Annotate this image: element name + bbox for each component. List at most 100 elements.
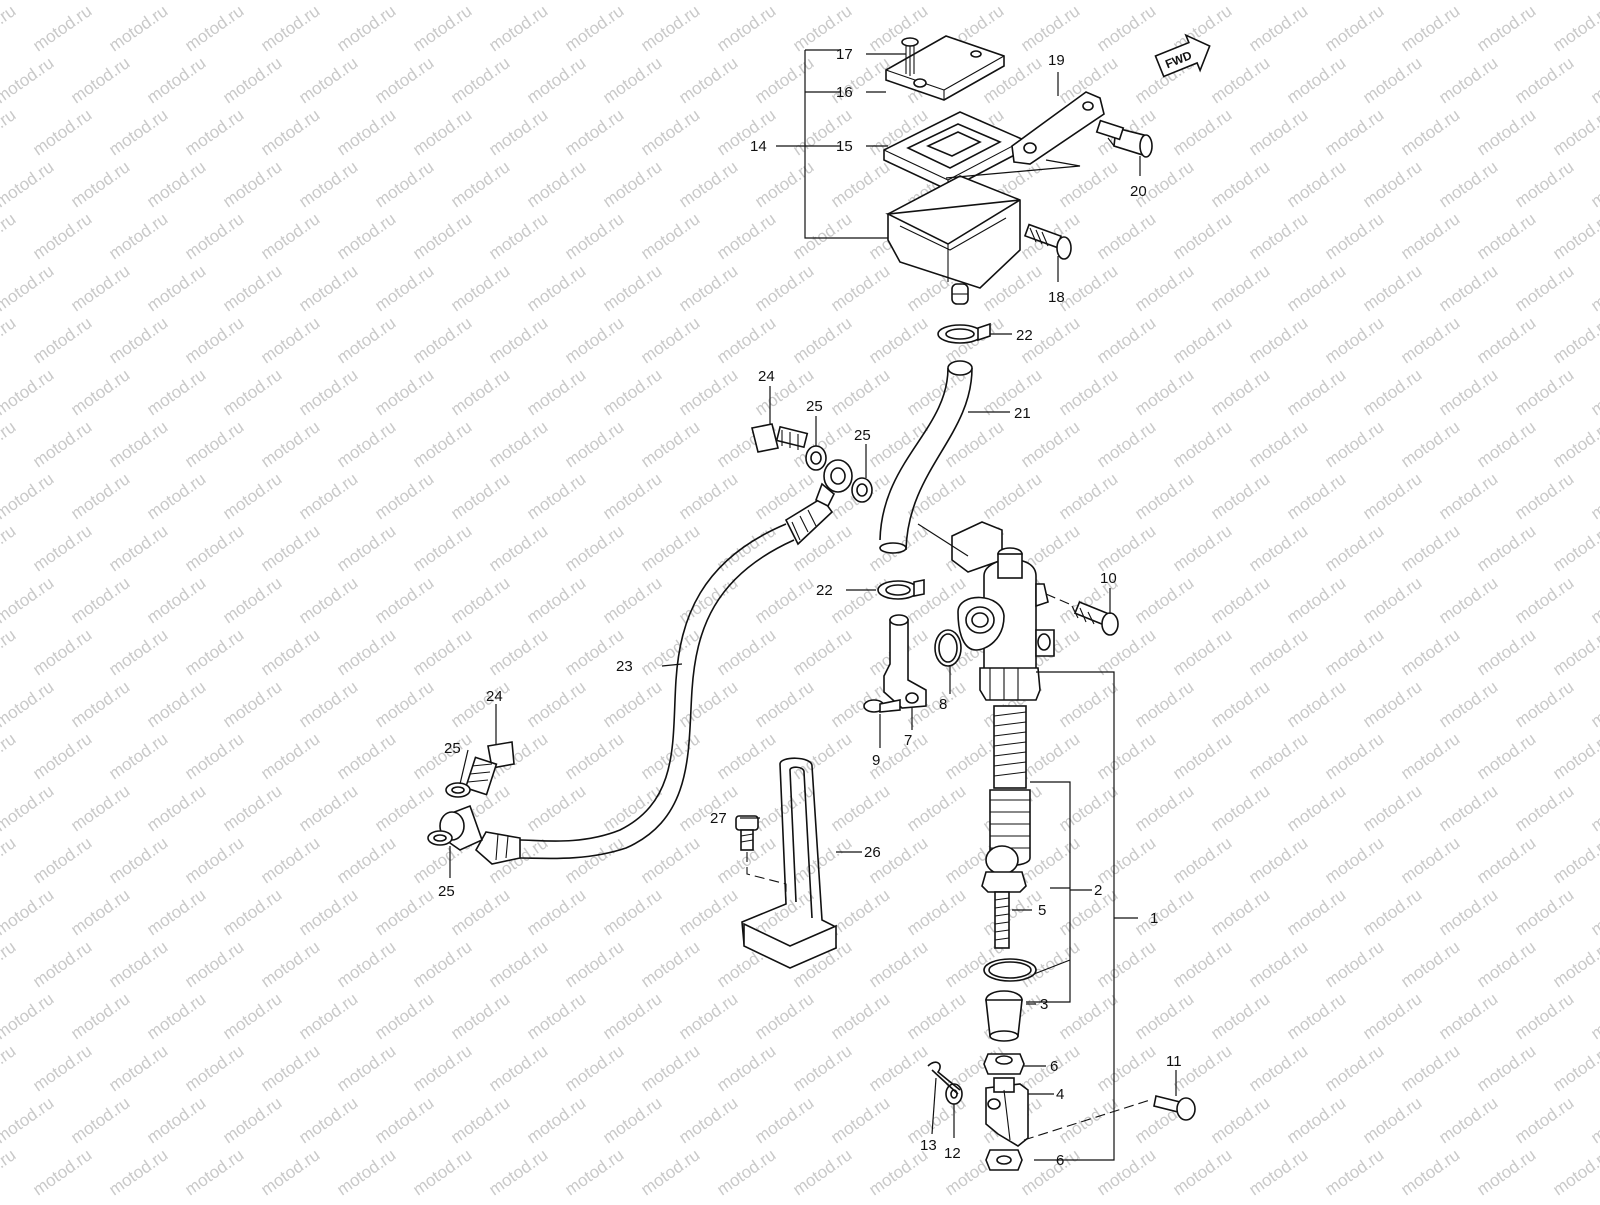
watermark-text: motod.ru [1397, 209, 1463, 263]
watermark-text: motod.ru [0, 521, 19, 575]
watermark-text: motod.ru [1283, 0, 1349, 3]
watermark-text: motod.ru [1511, 469, 1577, 523]
watermark-text: motod.ru [29, 1145, 95, 1199]
watermark-text: motod.ru [1397, 417, 1463, 471]
watermark-text: motod.ru [599, 53, 665, 107]
watermark-text: motod.ru [827, 157, 893, 211]
watermark-text: motod.ru [0, 1041, 19, 1095]
watermark-text: motod.ru [1131, 781, 1197, 835]
watermark-text: motod.ru [675, 157, 741, 211]
watermark-text: motod.ru [1131, 989, 1197, 1043]
watermark-text: motod.ru [333, 833, 399, 887]
watermark-text: motod.ru [1511, 677, 1577, 731]
watermark-text: motod.ru [1359, 781, 1425, 835]
watermark-text: motod.ru [827, 885, 893, 939]
watermark-text: motod.ru [1321, 729, 1387, 783]
watermark-text: motod.ru [1283, 157, 1349, 211]
watermark-text: motod.ru [1473, 729, 1539, 783]
watermark-text: motod.ru [751, 261, 817, 315]
watermark-text: motod.ru [1435, 469, 1501, 523]
watermark-text: motod.ru [1207, 885, 1273, 939]
watermark-text: motod.ru [561, 729, 627, 783]
watermark-text: motod.ru [1435, 261, 1501, 315]
callout-22-upper: 22 [1016, 327, 1033, 344]
watermark-text: motod.ru [219, 53, 285, 107]
watermark-text: motod.ru [257, 625, 323, 679]
watermark-text: motod.ru [181, 1041, 247, 1095]
callout-25-d: 25 [438, 883, 455, 900]
watermark-text: motod.ru [295, 677, 361, 731]
watermark-text: motod.ru [0, 573, 57, 627]
watermark-text: motod.ru [1321, 105, 1387, 159]
watermark-text: motod.ru [675, 469, 741, 523]
watermark-text: motod.ru [827, 0, 893, 3]
watermark-text: motod.ru [1245, 937, 1311, 991]
watermark-text: motod.ru [1397, 1041, 1463, 1095]
watermark-text: motod.ru [67, 989, 133, 1043]
watermark-text: motod.ru [295, 573, 361, 627]
reservoir-body [885, 175, 1021, 305]
watermark-text: motod.ru [1093, 521, 1159, 575]
watermark-text: motod.ru [1169, 937, 1235, 991]
watermark-text: motod.ru [409, 1, 475, 55]
watermark-text: motod.ru [1207, 365, 1273, 419]
watermark-text: motod.ru [257, 521, 323, 575]
callout-5: 5 [1038, 902, 1046, 919]
watermark-text: motod.ru [637, 1041, 703, 1095]
watermark-text: motod.ru [29, 209, 95, 263]
banjo-bolt-lower [464, 741, 515, 796]
callout-7: 7 [904, 732, 912, 749]
watermark-text: motod.ru [181, 1, 247, 55]
watermark-text: motod.ru [181, 833, 247, 887]
watermark-text: motod.ru [1435, 157, 1501, 211]
watermark-text: motod.ru [333, 1145, 399, 1199]
watermark-text: motod.ru [371, 53, 437, 107]
watermark-text: motod.ru [1473, 105, 1539, 159]
callout-11: 11 [1166, 1053, 1182, 1070]
watermark-text: motod.ru [523, 0, 589, 3]
watermark-text: motod.ru [67, 885, 133, 939]
watermark-text: motod.ru [903, 989, 969, 1043]
watermark-text: motod.ru [675, 1093, 741, 1147]
inlet-o-ring [934, 629, 962, 667]
watermark-text: motod.ru [105, 625, 171, 679]
watermark-text: motod.ru [1207, 1093, 1273, 1147]
watermark-text: motod.ru [447, 989, 513, 1043]
watermark-text: motod.ru [561, 1, 627, 55]
watermark-text: motod.ru [29, 417, 95, 471]
watermark-text: motod.ru [0, 625, 19, 679]
watermark-text: motod.ru [143, 1093, 209, 1147]
watermark-text: motod.ru [371, 1093, 437, 1147]
watermark-text: motod.ru [0, 53, 57, 107]
watermark-text: motod.ru [751, 1093, 817, 1147]
watermark-text: motod.ru [333, 417, 399, 471]
watermark-text: motod.ru [523, 157, 589, 211]
watermark-text: motod.ru [0, 469, 57, 523]
watermark-text: motod.ru [0, 729, 19, 783]
watermark-text: motod.ru [1473, 833, 1539, 887]
watermark-text: motod.ru [105, 1145, 171, 1199]
watermark-text: motod.ru [67, 469, 133, 523]
watermark-text: motod.ru [1359, 1093, 1425, 1147]
clevis-joint [985, 1077, 1029, 1147]
watermark-text: motod.ru [1587, 989, 1600, 1043]
watermark-text: motod.ru [181, 729, 247, 783]
watermark-text: motod.ru [485, 625, 551, 679]
watermark-text: motod.ru [105, 937, 171, 991]
watermark-text: motod.ru [67, 157, 133, 211]
watermark-text: motod.ru [447, 885, 513, 939]
watermark-text: motod.ru [295, 261, 361, 315]
watermark-text: motod.ru [181, 417, 247, 471]
watermark-text: motod.ru [181, 1145, 247, 1199]
watermark-text: motod.ru [1397, 1145, 1463, 1199]
watermark-text: motod.ru [827, 781, 893, 835]
watermark-text: motod.ru [295, 365, 361, 419]
watermark-text: motod.ru [1321, 417, 1387, 471]
watermark-text: motod.ru [1359, 989, 1425, 1043]
watermark-text: motod.ru [447, 157, 513, 211]
callout-24-lower: 24 [486, 688, 503, 705]
watermark-text: motod.ru [1283, 469, 1349, 523]
reservoir-diaphragm [883, 111, 1025, 191]
watermark-text: motod.ru [1321, 521, 1387, 575]
watermark-text: motod.ru [751, 53, 817, 107]
